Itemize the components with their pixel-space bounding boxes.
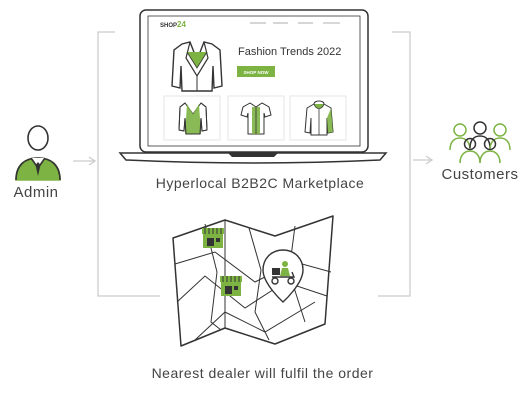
admin-person-icon xyxy=(15,125,61,181)
hoodie-icon xyxy=(304,100,334,136)
logo-number: 24 xyxy=(177,20,186,29)
shop-now-button[interactable] xyxy=(237,66,275,77)
admin-arrow-head xyxy=(88,156,97,166)
customers-group-icon xyxy=(449,121,511,164)
laptop-icon: SHOP 24 Fashion Trends 2022 SHOP NOW xyxy=(118,9,388,164)
map-icon xyxy=(172,215,334,347)
store-icon xyxy=(202,228,224,248)
location-pin-icon xyxy=(262,249,304,303)
admin-label: Admin xyxy=(13,184,59,201)
dealer-label: Nearest dealer will fulfil the order xyxy=(151,365,374,381)
right-bracket-line xyxy=(378,31,411,297)
marketplace-label: Hyperlocal B2B2C Marketplace xyxy=(155,175,365,191)
left-bracket-line xyxy=(97,31,160,297)
screen-headline: Fashion Trends 2022 xyxy=(238,46,341,58)
customers-arrow-head xyxy=(425,155,434,165)
shop-now-label: SHOP NOW xyxy=(244,70,270,75)
store-icon-2 xyxy=(220,276,242,296)
delivery-scooter-icon xyxy=(271,261,296,285)
customers-label: Customers xyxy=(441,166,519,183)
shirt-icon xyxy=(240,102,272,135)
hero-jacket-icon xyxy=(171,41,223,92)
logo-text: SHOP xyxy=(160,23,177,29)
jacket-icon xyxy=(178,102,208,135)
